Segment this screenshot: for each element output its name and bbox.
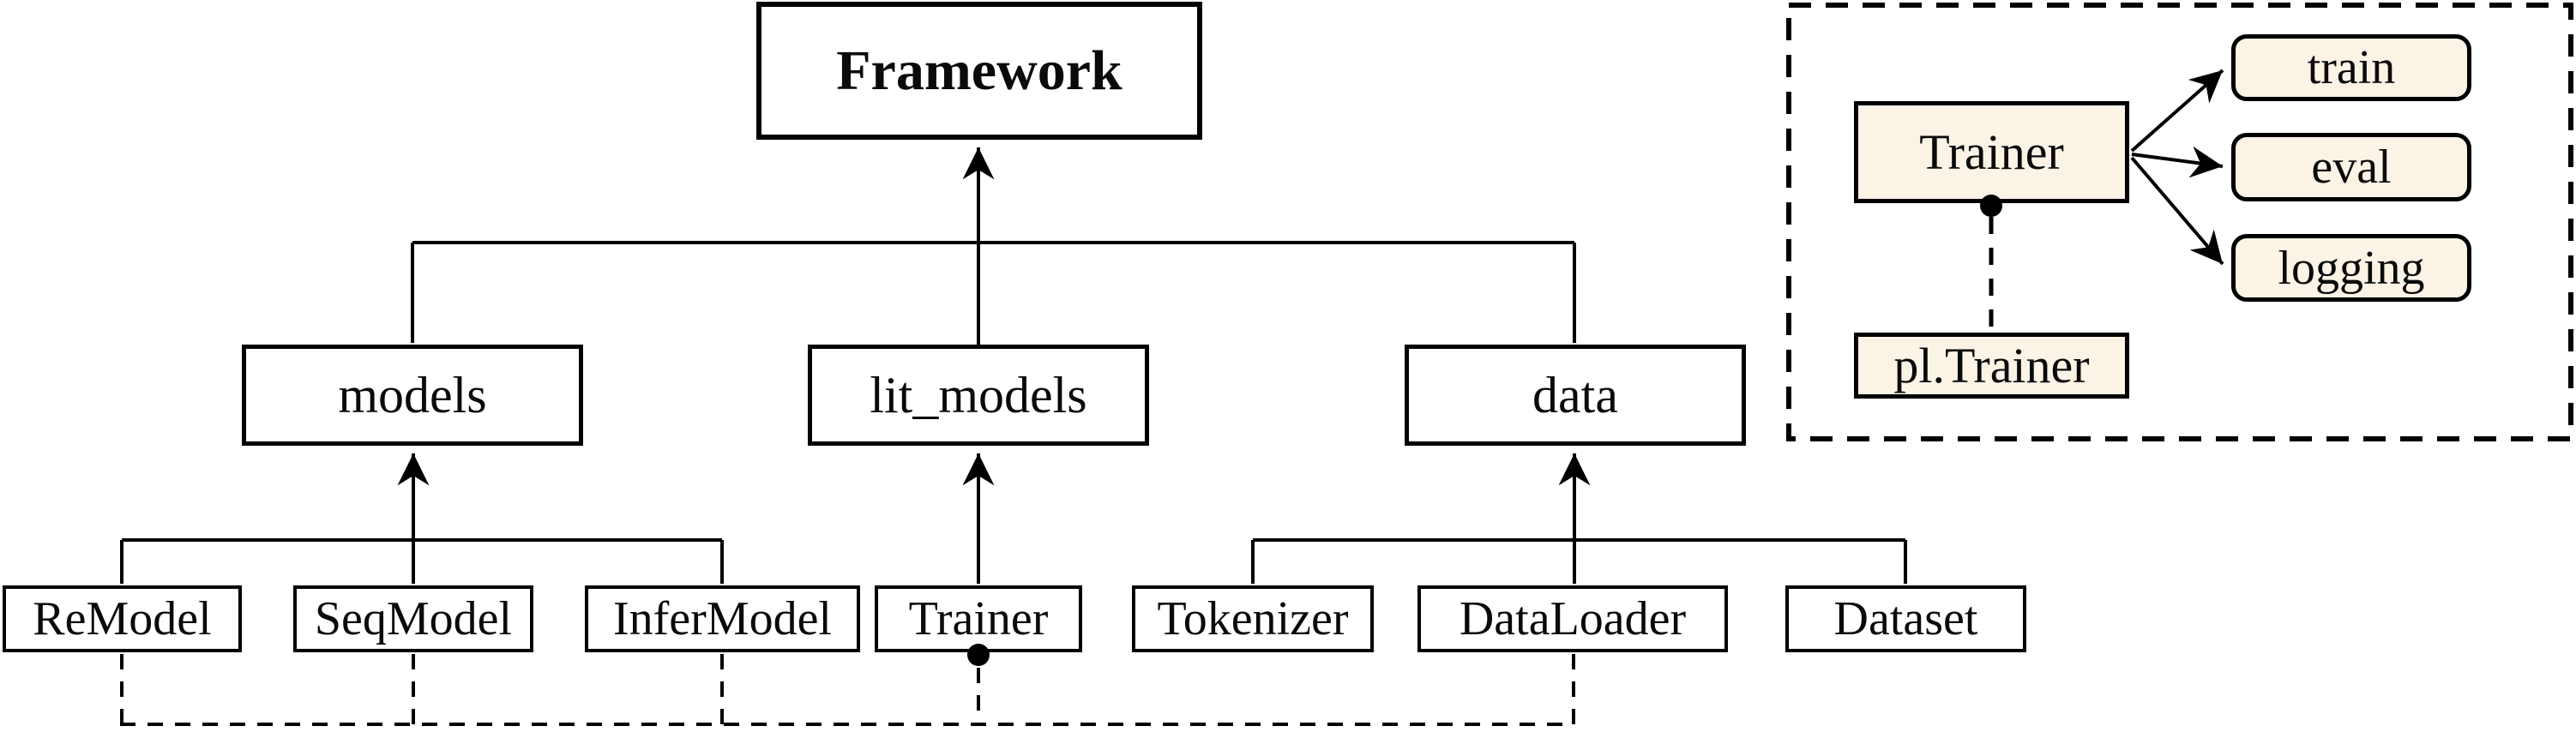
node-remodel: ReModel: [3, 585, 242, 652]
node-lit-models-label: lit_models: [870, 366, 1087, 423]
dashed-dependency-links: [120, 654, 1575, 726]
panel-node-train: train: [2231, 34, 2471, 101]
trainer-function-arrows: [2130, 69, 2224, 266]
panel-node-pl-trainer: pl.Trainer: [1854, 333, 2129, 399]
panel-node-trainer: Trainer: [1854, 101, 2129, 203]
node-dataloader: DataLoader: [1417, 585, 1728, 652]
panel-node-eval-label: eval: [2311, 141, 2392, 194]
node-framework: Framework: [756, 2, 1202, 140]
panel-node-logging-label: logging: [2278, 241, 2425, 295]
node-remodel-label: ReModel: [33, 592, 212, 645]
node-tokenizer-label: Tokenizer: [1157, 592, 1349, 645]
node-seqmodel: SeqModel: [293, 585, 533, 652]
node-dataset-label: Dataset: [1833, 592, 1978, 645]
node-seqmodel-label: SeqModel: [314, 592, 513, 645]
node-models-label: models: [338, 366, 487, 423]
node-models: models: [242, 345, 583, 446]
node-lit-models: lit_models: [808, 345, 1149, 446]
arrow-to-eval: [2131, 146, 2224, 178]
arrow-to-train: [2130, 69, 2224, 153]
node-dataloader-label: DataLoader: [1459, 592, 1687, 645]
panel-node-eval: eval: [2231, 133, 2471, 201]
node-framework-label: Framework: [836, 39, 1122, 102]
node-data-label: data: [1532, 366, 1618, 423]
panel-node-trainer-label: Trainer: [1919, 124, 2064, 180]
node-trainer-label: Trainer: [908, 592, 1049, 645]
node-data: data: [1405, 345, 1746, 446]
panel-node-train-label: train: [2307, 41, 2396, 94]
panel-node-pl-trainer-label: pl.Trainer: [1893, 338, 2090, 393]
arrow-to-logging: [2130, 156, 2224, 266]
node-trainer: Trainer: [875, 585, 1082, 652]
node-tokenizer: Tokenizer: [1132, 585, 1374, 652]
panel-node-logging: logging: [2231, 234, 2471, 302]
node-infermodel-label: InferModel: [612, 592, 832, 645]
node-dataset: Dataset: [1785, 585, 2026, 652]
node-infermodel: InferModel: [585, 585, 860, 652]
